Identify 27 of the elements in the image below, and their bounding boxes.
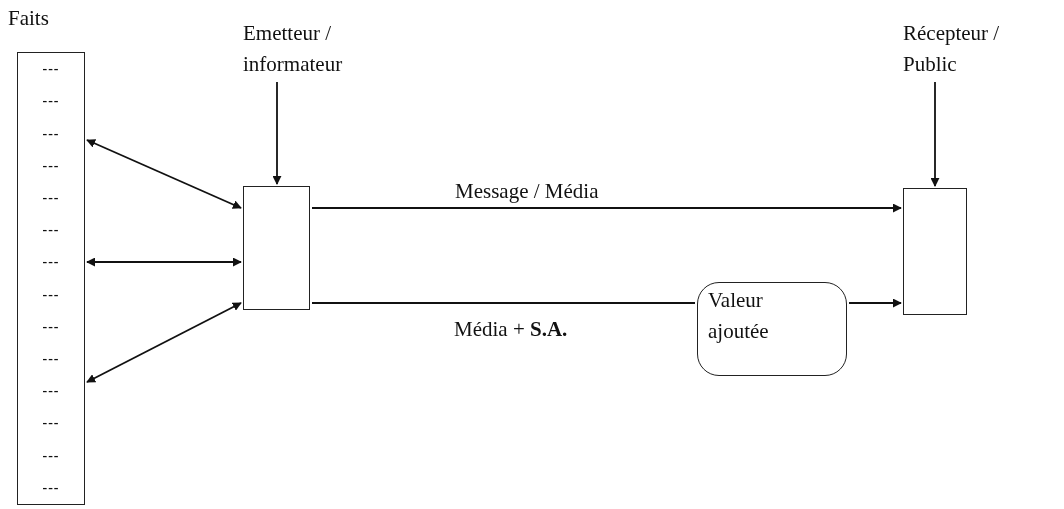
dash-line-text: --- (42, 480, 60, 495)
process-box (243, 186, 310, 310)
dash-line-text: --- (42, 351, 60, 366)
arrow (930, 81, 940, 187)
arrow (311, 203, 902, 213)
dash-line-text: --- (42, 94, 60, 109)
rounded-box: Valeur ajoutée (697, 282, 847, 376)
arrow (272, 81, 282, 185)
dash-line-text: --- (42, 255, 60, 270)
dash-line-text: --- (42, 190, 60, 205)
dash-line-text: --- (42, 448, 60, 463)
arrow (848, 298, 902, 308)
dash-line-text: --- (42, 126, 60, 141)
arrow (86, 257, 242, 267)
dash-line-text: --- (42, 319, 60, 334)
dash-line-text: --- (42, 158, 60, 173)
arrow (86, 302, 242, 383)
dash-line-text: --- (42, 62, 60, 77)
dash-line-text: --- (42, 384, 60, 399)
dash-line-text: --- (42, 416, 60, 431)
node-label: Récepteur / Public (903, 18, 1018, 80)
column-heading: Faits (8, 6, 50, 30)
dash-line-text: --- (42, 223, 60, 238)
dash-line-text: --- (42, 287, 60, 302)
process-box (903, 188, 967, 315)
node-label: Emetteur / informateur (243, 18, 373, 80)
arrow (86, 139, 242, 209)
